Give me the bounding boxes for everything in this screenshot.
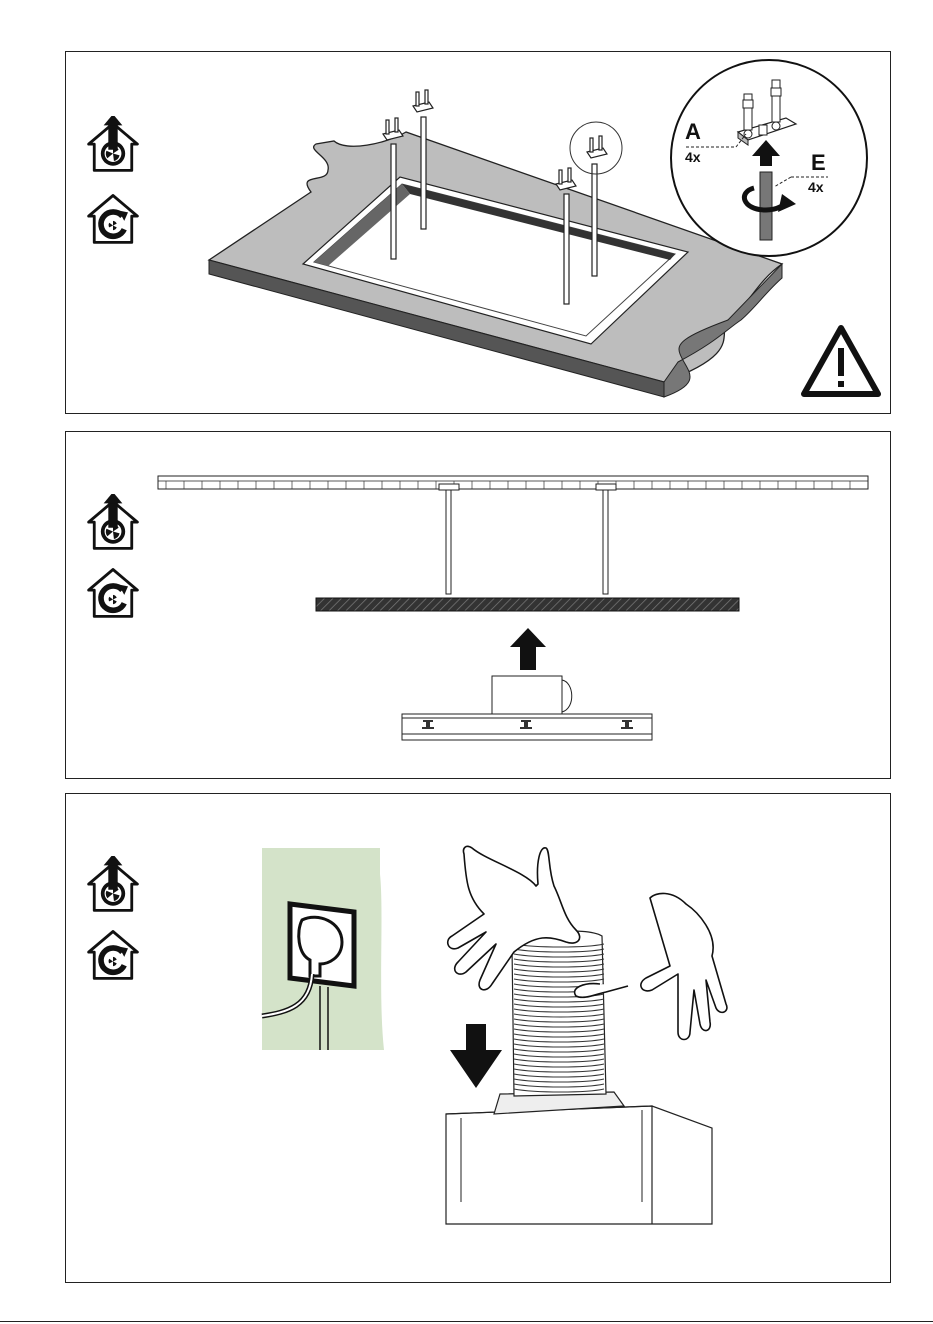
hood-unit [402, 676, 652, 740]
flexible-duct [512, 931, 606, 1096]
step-1-illustration: A 4x E 4x [66, 52, 892, 415]
detail-callout: A 4x E 4x [671, 60, 867, 256]
part-e-quantity: 4x [808, 179, 824, 195]
ducted-mode-icon [89, 492, 138, 548]
hood-chimney [446, 1092, 712, 1224]
part-a-letter: A [685, 119, 701, 144]
panel-step-2 [65, 431, 891, 779]
arrow-up-icon [510, 628, 546, 670]
recirculation-mode-icon [89, 570, 138, 617]
arrow-down-icon [450, 1024, 502, 1088]
recirculation-mode-icon [89, 932, 138, 979]
wall-socket-inset [262, 848, 384, 1050]
panel-step-1: A 4x E 4x [65, 51, 891, 414]
part-e-letter: E [811, 150, 826, 175]
ceiling-beam [158, 476, 868, 490]
panel-step-3 [65, 793, 891, 1283]
ducted-mode-icon [89, 114, 138, 170]
step-2-illustration [66, 432, 892, 780]
step-3-illustration [66, 794, 892, 1284]
ceiling-board [316, 598, 739, 611]
ducted-mode-icon [89, 854, 138, 910]
page-bottom-rule [0, 1321, 933, 1322]
recirculation-mode-icon [89, 196, 138, 243]
threaded-rods [446, 490, 608, 594]
warning-triangle-icon [804, 328, 878, 394]
part-a-quantity: 4x [685, 149, 701, 165]
